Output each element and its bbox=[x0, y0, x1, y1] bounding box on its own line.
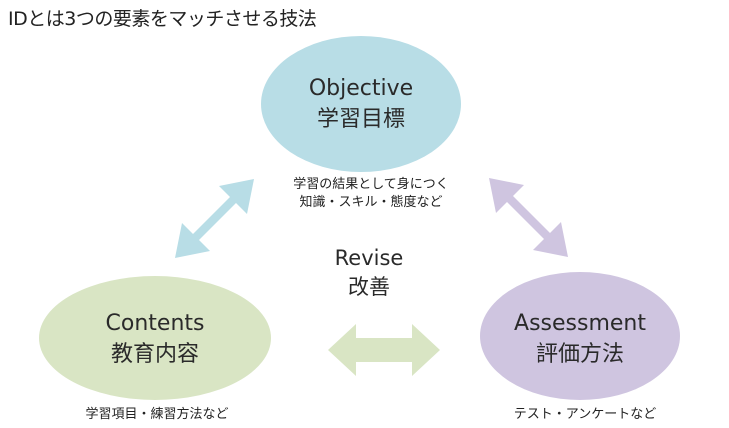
objective-caption-line2: 知識・スキル・態度など bbox=[299, 195, 443, 210]
contents-label: Contents 教育内容 bbox=[80, 308, 230, 370]
contents-label-ja: 教育内容 bbox=[110, 342, 199, 367]
objective-label-en: Objective bbox=[308, 76, 414, 101]
assessment-node bbox=[480, 272, 680, 400]
contents-caption: 学習項目・練習方法など bbox=[85, 407, 229, 422]
assessment-label: Assessment 評価方法 bbox=[500, 308, 660, 370]
page-title: IDとは3つの要素をマッチさせる技法 bbox=[8, 8, 317, 30]
revise-label-en: Revise bbox=[334, 246, 404, 270]
revise-label-ja: 改善 bbox=[348, 275, 390, 299]
arrow-objective-contents bbox=[175, 179, 254, 258]
objective-label-ja: 学習目標 bbox=[316, 107, 405, 132]
assessment-label-en: Assessment bbox=[514, 311, 646, 336]
objective-label: Objective 学習目標 bbox=[286, 73, 436, 135]
arrow-objective-assessment bbox=[489, 178, 568, 257]
assessment-label-ja: 評価方法 bbox=[535, 342, 624, 367]
contents-label-en: Contents bbox=[105, 311, 205, 336]
contents-node bbox=[39, 276, 271, 400]
revise-label: Revise 改善 bbox=[309, 244, 429, 302]
objective-caption-line1: 学習の結果として身につく bbox=[293, 177, 449, 192]
assessment-caption: テスト・アンケートなど bbox=[513, 407, 657, 422]
objective-caption: 学習の結果として身につく 知識・スキル・態度など bbox=[281, 176, 461, 212]
objective-node bbox=[261, 36, 461, 172]
arrow-contents-assessment bbox=[328, 324, 440, 376]
